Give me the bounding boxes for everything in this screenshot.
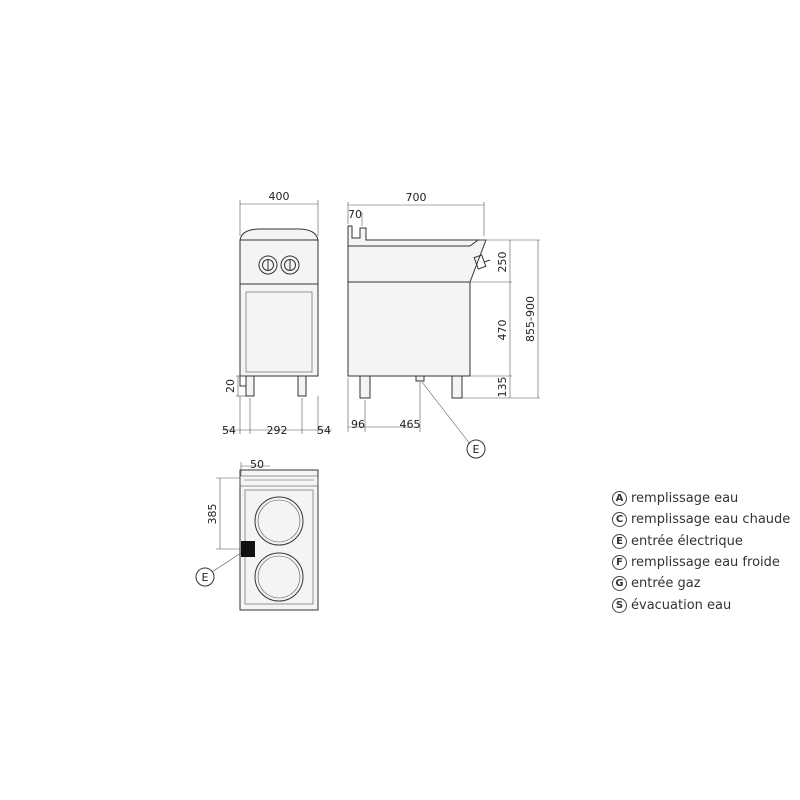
- top-marker-label: E: [202, 571, 209, 584]
- side-dim-lower: 135: [496, 377, 509, 398]
- side-upper-body: [347, 239, 487, 283]
- front-leg-left: [245, 375, 255, 397]
- side-cabinet: [347, 281, 471, 377]
- side-marker-circle: [466, 439, 486, 459]
- side-knob-icon: [473, 254, 491, 270]
- side-dim-total: 855-900: [524, 296, 537, 342]
- legend-item: A remplissage eau: [612, 488, 790, 509]
- side-dim-offset: 465: [400, 418, 421, 431]
- side-marker-label: E: [473, 443, 480, 456]
- legend-text: évacuation eau: [631, 597, 732, 613]
- knob-right-icon: [280, 255, 300, 275]
- side-dim-upper: 250: [496, 252, 509, 273]
- legend-item: S évacuation eau: [612, 594, 790, 615]
- legend-letter-g-icon: G: [612, 576, 627, 592]
- legend-letter-a-icon: A: [612, 491, 627, 507]
- hotplate-front-icon: [254, 552, 304, 602]
- top-outline: [239, 469, 319, 611]
- front-top-cover: [239, 228, 319, 241]
- side-view: 700 70 250 470 135 855-900 96 465 E: [347, 191, 540, 459]
- hotplate-back-icon: [254, 496, 304, 546]
- side-dim-middle: 470: [496, 320, 509, 341]
- side-dim-top: 70: [348, 208, 362, 221]
- top-back-rim: [239, 475, 319, 487]
- front-dim-right: 54: [317, 424, 331, 437]
- front-dim-middle: 292: [267, 424, 288, 437]
- front-control-panel: [239, 239, 319, 285]
- legend-letter-f-icon: F: [612, 555, 627, 571]
- legend: A remplissage eau C remplissage eau chau…: [612, 488, 790, 616]
- knob-left-icon: [258, 255, 278, 275]
- legend-text: remplissage eau froide: [631, 555, 780, 571]
- front-dim-width: 400: [269, 190, 290, 203]
- side-electric-inlet: [415, 375, 425, 382]
- side-top: [347, 225, 482, 247]
- side-dim-leg: 96: [351, 418, 365, 431]
- legend-item: C remplissage eau chaude: [612, 509, 790, 530]
- front-cabinet-door: [245, 291, 313, 373]
- front-connector: [239, 376, 246, 387]
- top-electric-box: [241, 541, 255, 557]
- top-dim-edge: 50: [250, 458, 264, 471]
- front-view: 400 20 54 292 54: [222, 190, 332, 437]
- front-dim-left: 54: [222, 424, 236, 437]
- legend-text: remplissage eau chaude: [631, 512, 791, 528]
- side-leg-right: [451, 375, 463, 399]
- side-leg-left: [359, 375, 371, 399]
- side-dim-depth: 700: [406, 191, 427, 204]
- legend-item: G entrée gaz: [612, 573, 790, 594]
- legend-letter-e-icon: E: [612, 533, 627, 549]
- legend-item: E entrée électrique: [612, 531, 790, 552]
- front-cabinet: [239, 283, 319, 377]
- top-marker-circle: [195, 567, 215, 587]
- front-dim-height: 20: [224, 379, 237, 393]
- top-dim-depth: 385: [206, 504, 219, 525]
- legend-text: remplissage eau: [631, 491, 739, 507]
- legend-letter-s-icon: S: [612, 597, 627, 613]
- legend-item: F remplissage eau froide: [612, 552, 790, 573]
- top-view: 50 385 E: [195, 458, 319, 611]
- legend-letter-c-icon: C: [612, 512, 627, 528]
- legend-text: entrée gaz: [631, 576, 701, 592]
- legend-text: entrée électrique: [631, 533, 743, 549]
- front-leg-right: [297, 375, 307, 397]
